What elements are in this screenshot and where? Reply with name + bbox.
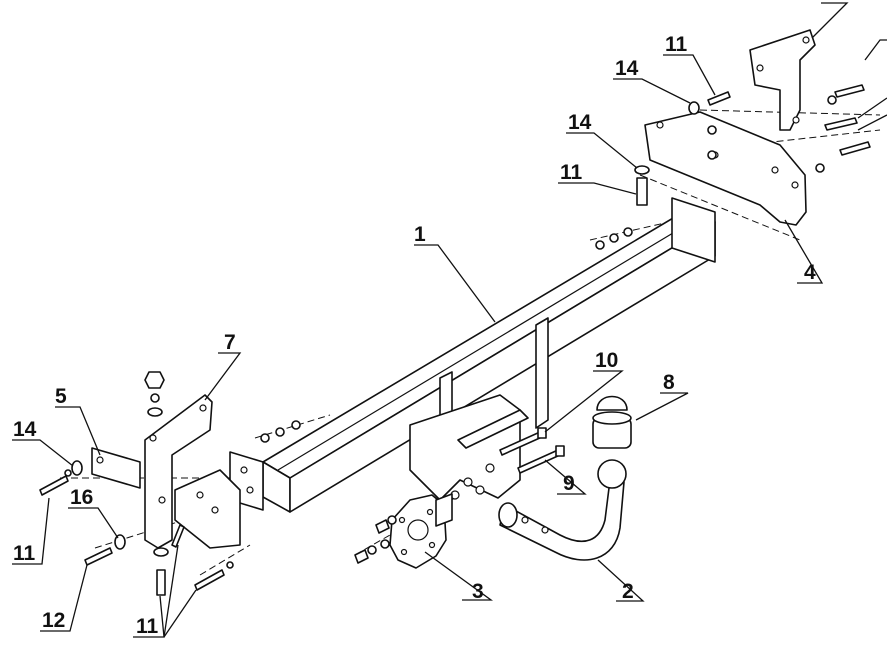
tow-bracket — [409, 317, 549, 501]
bolt-12 — [84, 547, 113, 566]
left-side-bracket — [91, 447, 241, 549]
right-bracket — [644, 111, 807, 226]
leader-lines — [12, 2, 887, 638]
callout-4: 4 — [804, 261, 816, 284]
bolt-11-left — [39, 475, 69, 496]
right-end-plate — [671, 197, 716, 263]
callout-11-top: 11 — [665, 33, 688, 56]
callout-6: 6 — [837, 0, 849, 5]
callout-1: 1 — [414, 223, 426, 246]
tow-ball-arm — [498, 459, 627, 561]
bracket-bolts — [499, 427, 565, 474]
callout-8: 8 — [663, 371, 675, 394]
socket-plate — [389, 493, 453, 569]
callout-9: 9 — [563, 472, 575, 495]
callout-11-left: 11 — [13, 542, 36, 565]
callout-12: 12 — [42, 609, 65, 632]
callout-11-bottom: 11 — [136, 615, 159, 638]
right-top-bracket — [749, 29, 816, 131]
washer-16 — [114, 534, 126, 550]
callout-5: 5 — [55, 385, 67, 408]
washer-14-mid — [634, 165, 650, 175]
washer-14-left — [71, 460, 83, 476]
callout-labels: 1 2 3 4 5 6 7 8 9 10 11 11 11 11 12 14 1… — [13, 0, 849, 638]
callout-14-left: 14 — [13, 418, 37, 441]
callout-2: 2 — [622, 580, 634, 603]
ball-cap — [592, 395, 632, 449]
fasteners — [39, 84, 871, 596]
washer-14-top — [688, 101, 700, 115]
callout-11-mid: 11 — [560, 161, 583, 184]
callout-14-top: 14 — [615, 57, 639, 80]
callout-10: 10 — [595, 349, 618, 372]
callout-14-mid: 14 — [568, 111, 592, 134]
callout-3: 3 — [472, 580, 484, 603]
bolt-11-mid — [636, 177, 648, 206]
callout-7: 7 — [224, 331, 236, 354]
bolt-11-top — [707, 91, 731, 106]
callout-16: 16 — [70, 486, 93, 509]
